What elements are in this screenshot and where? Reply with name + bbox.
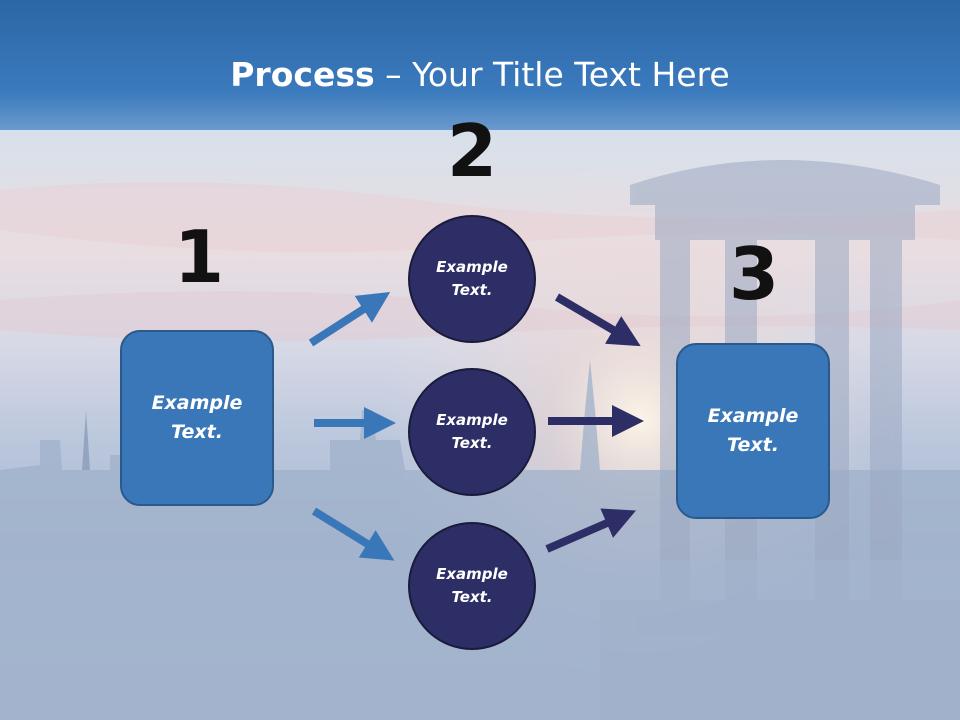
step2-circle-middle: Example Text. (408, 368, 536, 496)
step1-box-line1: Example (151, 392, 243, 414)
step3-box-line1: Example (707, 405, 799, 427)
title-bar (0, 0, 960, 130)
step-number-1: 1 (173, 215, 225, 299)
circle-middle-line2: Text. (451, 434, 493, 452)
arrow-circle-top-to-box3 (554, 293, 641, 347)
circle-top-line2: Text. (451, 281, 493, 299)
circle-top-text: Example Text. (422, 256, 522, 302)
step-number-2: 2 (446, 109, 498, 193)
title-bold-part: Process (230, 55, 375, 94)
arrow-circle-bottom-to-box3 (545, 508, 637, 553)
step1-box-text: Example Text. (137, 389, 257, 447)
arrow-box1-to-circle-top (308, 292, 391, 347)
step1-box-line2: Text. (171, 421, 223, 443)
step3-box-line2: Text. (727, 434, 779, 456)
step2-circle-bottom: Example Text. (408, 522, 536, 650)
step3-box-text: Example Text. (693, 402, 813, 460)
circle-bottom-line1: Example (436, 565, 508, 583)
arrow-box1-to-circle-bottom (311, 507, 395, 561)
step2-circle-top: Example Text. (408, 215, 536, 343)
circle-middle-line1: Example (436, 411, 508, 429)
step1-box: Example Text. (120, 330, 274, 506)
slide-title: Process – Your Title Text Here (0, 52, 960, 98)
title-rest-part: – Your Title Text Here (374, 55, 730, 94)
circle-middle-text: Example Text. (422, 409, 522, 455)
circle-bottom-text: Example Text. (422, 563, 522, 609)
step-number-3: 3 (728, 232, 780, 316)
circle-top-line1: Example (436, 258, 508, 276)
circle-bottom-line2: Text. (451, 588, 493, 606)
step3-box: Example Text. (676, 343, 830, 519)
